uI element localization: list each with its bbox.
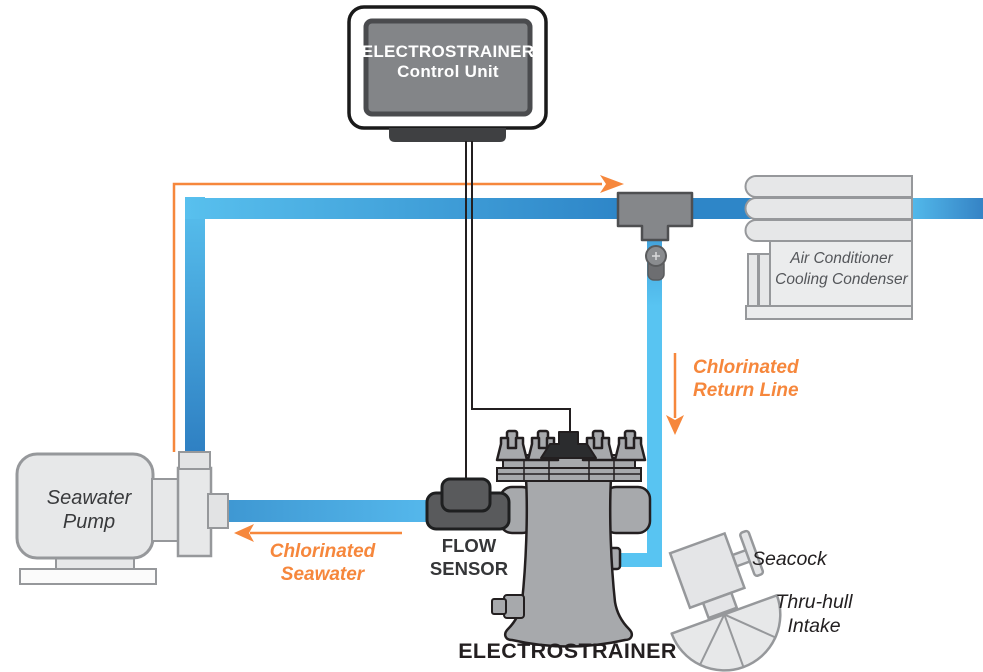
seacock-neck <box>701 591 739 620</box>
seawater-pump-label: Seawater Pump <box>46 487 132 533</box>
pipe-pump-discharge-vertical <box>185 197 205 456</box>
control-unit <box>347 5 548 142</box>
injection-valve <box>645 245 667 281</box>
condenser-base-plate <box>745 305 913 320</box>
sensor-cables <box>465 141 571 487</box>
pipe-return-vertical <box>647 222 662 567</box>
seawater-piping <box>185 197 983 567</box>
control-unit-screen <box>363 18 533 117</box>
pipe-condenser-outlet <box>905 198 983 219</box>
pump-top-flange <box>178 451 211 470</box>
pump-connector <box>151 478 181 542</box>
flow-sensor-label: FLOW SENSOR <box>429 535 509 580</box>
cable-electrode <box>471 141 571 436</box>
seacock-label: Seacock <box>752 548 827 570</box>
condenser-tube <box>744 219 913 242</box>
pump-head <box>176 466 213 558</box>
wing-nut <box>613 429 647 462</box>
condenser-bracket <box>747 253 759 307</box>
pipe-return-horizontal <box>608 553 662 567</box>
pump-inlet-flange <box>207 493 229 529</box>
control-loop-arrow <box>172 175 624 452</box>
chlorinated-return-label: Chlorinated Return Line <box>693 357 799 402</box>
thru-hull-grate <box>670 594 782 672</box>
flow-sensor-head <box>440 477 492 513</box>
seawater-pump <box>15 451 229 585</box>
control-unit-base <box>389 128 506 142</box>
flow-sensor <box>425 477 511 531</box>
air-conditioner-label: Air Conditioner Cooling Condenser <box>775 250 908 288</box>
chlorinated-seawater-label: Chlorinated Seawater <box>269 541 376 586</box>
tee-fitting <box>616 191 694 242</box>
strainer-electrode-cap <box>540 431 597 459</box>
strainer-drain-plug-tip <box>491 598 507 615</box>
electrostrainer-label: ELECTROSTRAINER <box>458 639 677 663</box>
thru-hull-intake-label: Thru-hull Intake <box>775 591 853 637</box>
air-conditioner-condenser <box>744 175 913 320</box>
pipe-top-horizontal <box>185 198 618 219</box>
control-unit-label: ELECTROSTRAINER Control Unit <box>361 42 535 82</box>
condenser-body <box>769 240 913 307</box>
return-line-arrow <box>666 353 684 435</box>
condenser-tube <box>744 197 913 220</box>
condenser-tube <box>744 175 913 198</box>
wing-nut <box>495 429 529 462</box>
pipe-strainer-to-pump <box>224 500 430 522</box>
chlorinated-seawater-arrow <box>234 524 402 542</box>
pipe-tee-to-condenser <box>690 198 760 219</box>
seacock-assembly <box>668 529 782 672</box>
seacock-handle-bar <box>739 529 765 577</box>
pump-base-plate <box>19 568 157 585</box>
